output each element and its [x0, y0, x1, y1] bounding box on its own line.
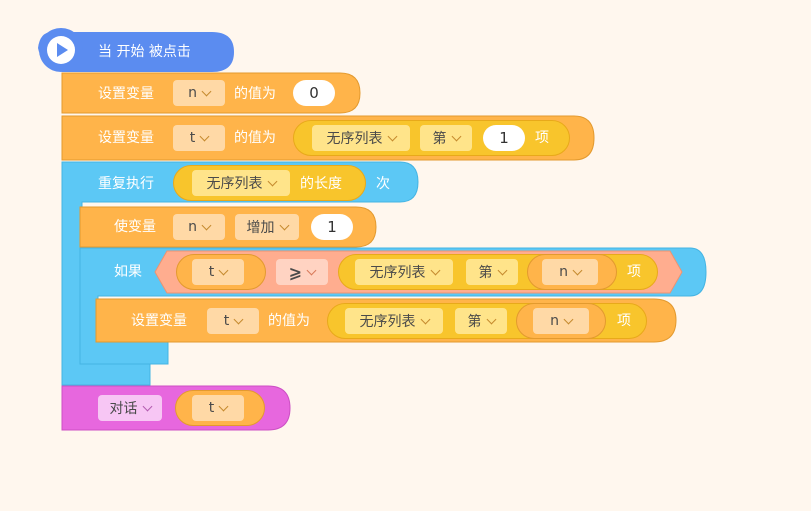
- chevron-down-icon: [451, 131, 461, 141]
- item-suffix-label: 项: [627, 264, 641, 280]
- set-var-label: 设置变量: [98, 130, 154, 146]
- hat-label: 当 开始 被点击: [98, 44, 191, 60]
- chevron-down-icon: [233, 314, 244, 324]
- value-label: 的值为: [234, 130, 276, 146]
- item-suffix-label: 项: [535, 130, 549, 146]
- var-dropdown-n[interactable]: n: [173, 80, 225, 106]
- say-dropdown[interactable]: 对话: [98, 395, 162, 421]
- operator-dropdown[interactable]: ⩾: [276, 259, 328, 285]
- chevron-down-icon: [420, 314, 430, 324]
- play-triangle-icon: [57, 43, 68, 57]
- amount-input[interactable]: 1: [311, 214, 353, 240]
- var-dropdown-n[interactable]: n: [173, 214, 225, 240]
- var-dropdown-t[interactable]: t: [192, 395, 244, 421]
- change-var-label: 使变量: [114, 219, 156, 235]
- chevron-down-icon: [218, 401, 229, 411]
- list-dropdown[interactable]: 无序列表: [192, 170, 290, 196]
- item-prefix-dropdown[interactable]: 第: [466, 259, 518, 285]
- if-label: 如果: [114, 264, 142, 280]
- chevron-down-icon: [306, 265, 317, 275]
- chevron-down-icon: [497, 265, 507, 275]
- value-input[interactable]: 0: [293, 80, 335, 106]
- list-dropdown[interactable]: 无序列表: [345, 308, 443, 334]
- var-dropdown-t[interactable]: t: [207, 308, 259, 334]
- list-dropdown[interactable]: 无序列表: [312, 125, 410, 151]
- chevron-down-icon: [486, 314, 496, 324]
- chevron-down-icon: [199, 131, 210, 141]
- operation-dropdown[interactable]: 增加: [235, 214, 299, 240]
- chevron-down-icon: [142, 401, 152, 411]
- var-dropdown-n[interactable]: n: [542, 259, 598, 285]
- chevron-down-icon: [430, 265, 440, 275]
- change-n-block-shape[interactable]: [79, 206, 377, 248]
- list-dropdown[interactable]: 无序列表: [355, 259, 453, 285]
- length-label: 的长度: [300, 176, 342, 192]
- chevron-down-icon: [572, 265, 583, 275]
- chevron-down-icon: [279, 220, 289, 230]
- times-label: 次: [376, 176, 390, 192]
- var-dropdown-t[interactable]: t: [173, 125, 225, 151]
- value-label: 的值为: [234, 86, 276, 102]
- item-prefix-dropdown[interactable]: 第: [455, 308, 507, 334]
- chevron-down-icon: [201, 86, 212, 96]
- var-dropdown-n[interactable]: n: [533, 308, 589, 334]
- index-input[interactable]: 1: [483, 125, 525, 151]
- value-label: 的值为: [268, 313, 310, 329]
- var-dropdown-t[interactable]: t: [192, 259, 244, 285]
- repeat-label: 重复执行: [98, 176, 154, 192]
- chevron-down-icon: [267, 176, 277, 186]
- chevron-down-icon: [218, 265, 229, 275]
- item-suffix-label: 项: [617, 313, 631, 329]
- hat-block-shape[interactable]: [38, 32, 234, 72]
- set-var-label: 设置变量: [98, 86, 154, 102]
- item-prefix-dropdown[interactable]: 第: [420, 125, 472, 151]
- chevron-down-icon: [201, 220, 212, 230]
- set-var-label: 设置变量: [131, 313, 187, 329]
- chevron-down-icon: [563, 314, 574, 324]
- chevron-down-icon: [387, 131, 397, 141]
